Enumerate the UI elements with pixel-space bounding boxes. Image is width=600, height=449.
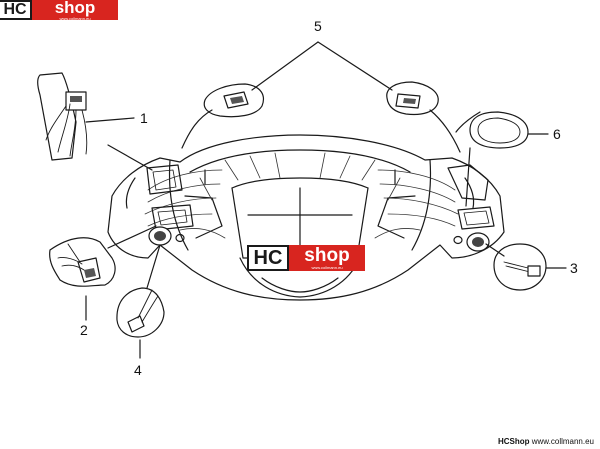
callout-4: 4 — [134, 362, 142, 378]
leader-curve-5-left — [181, 109, 213, 149]
part-2-switch-connector — [49, 237, 116, 287]
leader-line-1 — [85, 117, 135, 123]
part-5-right-bulb-connector — [386, 81, 439, 116]
footer-brand: HCShop — [497, 437, 530, 446]
callout-5: 5 — [314, 18, 322, 34]
part-6-lens — [469, 111, 529, 149]
leader-line-2 — [107, 225, 157, 249]
leader-curve-6-top — [455, 111, 481, 133]
part-4-bulb-holder — [116, 287, 165, 338]
hcshop-logo-center: HC shop www.collmann.eu — [247, 245, 365, 271]
footer-credit: HCShop www.collmann.eu — [498, 437, 594, 446]
footer-url[interactable]: www.collmann.eu — [531, 437, 594, 446]
leader-line-4 — [146, 244, 161, 289]
logo-sub-text: www.collmann.eu — [311, 265, 343, 270]
part-3-bulb-holder — [493, 243, 547, 291]
cover-contour-lines — [144, 152, 459, 239]
leader-line-3a — [485, 243, 505, 257]
left-switch-housing — [146, 164, 194, 231]
logo-hc-text: HC — [0, 0, 32, 20]
left-screw-boss — [175, 233, 185, 243]
callout-3: 3 — [570, 260, 578, 276]
part-5-left-bulb-connector — [203, 83, 265, 118]
logo-shop-block: shop www.collmann.eu — [289, 245, 365, 271]
leader-line-5a — [251, 41, 319, 91]
logo-hc-text: HC — [247, 245, 289, 271]
leader-line-1b — [107, 144, 153, 171]
right-switch-housing — [447, 164, 495, 230]
left-bulb-socket — [148, 226, 172, 246]
logo-sub-text: www.collmann.eu — [59, 16, 91, 21]
part-1-switch-connector — [37, 72, 88, 161]
logo-shop-block: shop www.collmann.eu — [32, 0, 118, 21]
logo-shop-text: shop — [54, 0, 96, 17]
right-bulb-socket — [466, 232, 490, 252]
callout-1: 1 — [140, 110, 148, 126]
callout-2: 2 — [80, 322, 88, 338]
right-screw-boss — [453, 235, 463, 245]
callout-6: 6 — [553, 126, 561, 142]
logo-shop-text: shop — [304, 245, 350, 266]
leader-line-6b — [465, 147, 471, 207]
handlebar-cover — [107, 134, 505, 301]
leader-line-5b — [317, 41, 393, 91]
hcshop-logo-top: HC shop www.collmann.eu — [0, 0, 118, 21]
leader-curve-5-right — [429, 109, 461, 153]
